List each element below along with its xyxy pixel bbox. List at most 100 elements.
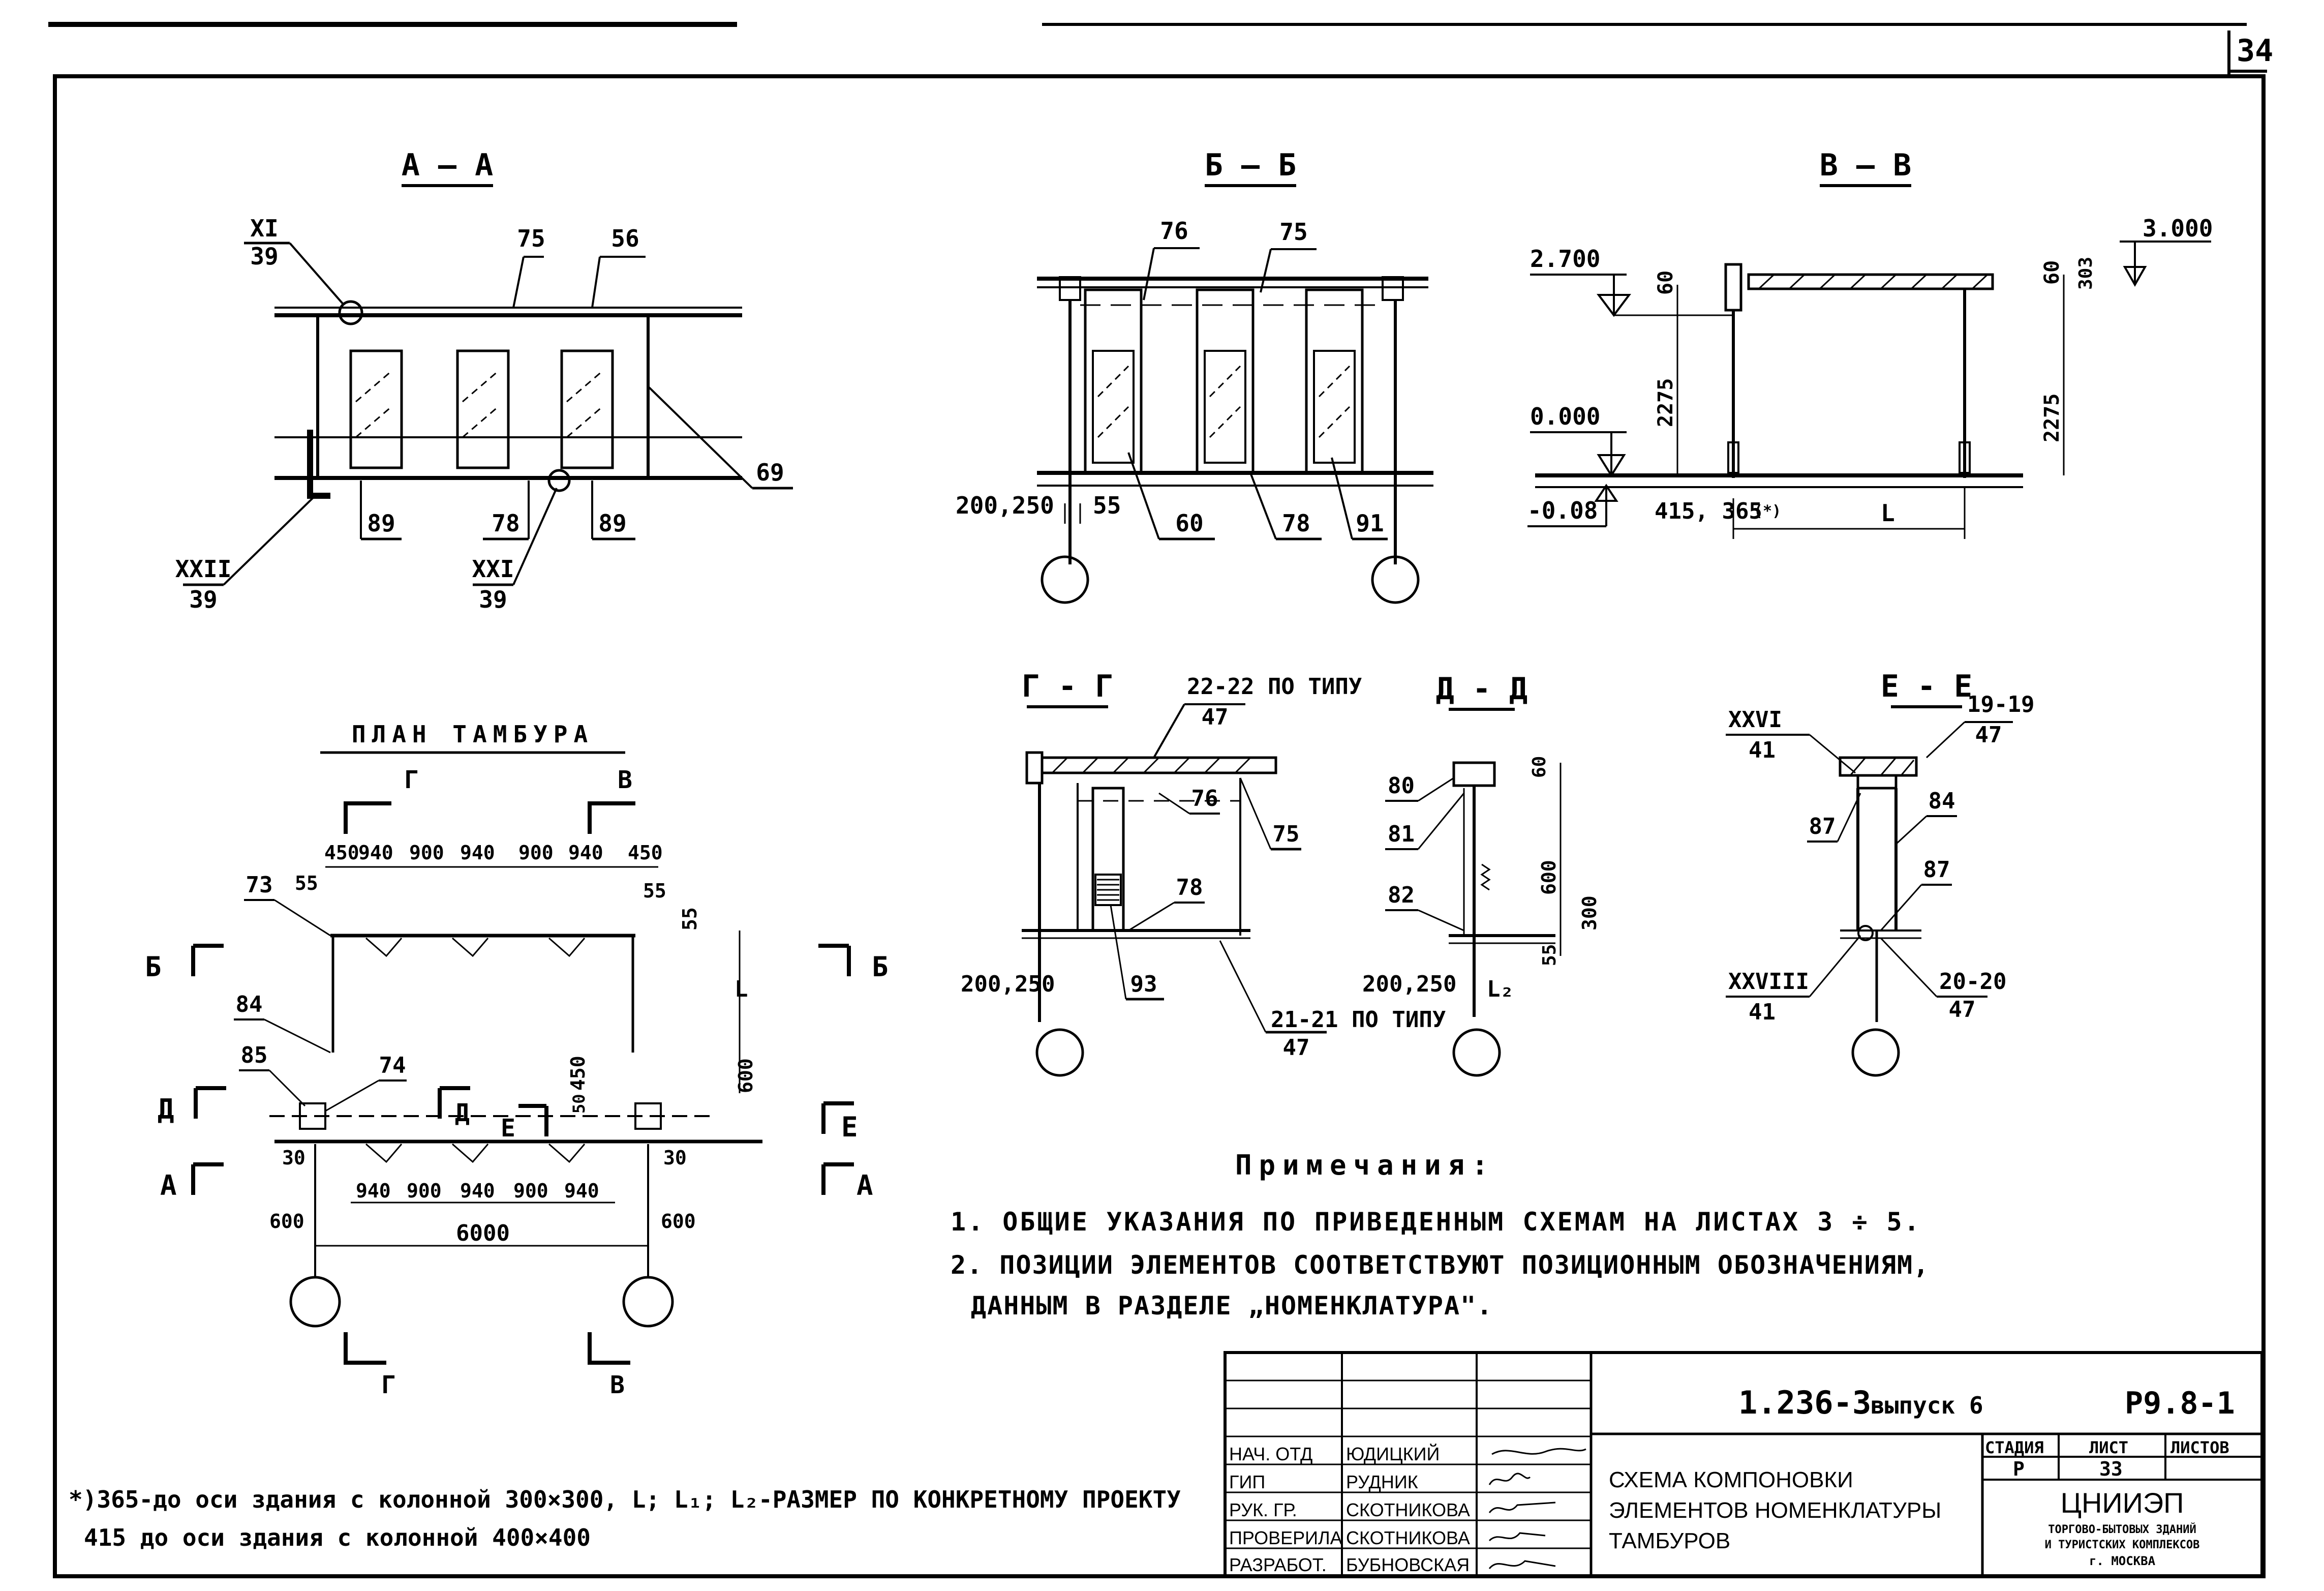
dim-side: 55	[643, 880, 666, 902]
section-vv: В – В 2.700 3.000 0.000 -0.08 60 2275 60…	[1527, 147, 2213, 539]
tb-issue: выпуск 6	[1871, 1392, 1983, 1419]
notes-heading: Примечания:	[1235, 1149, 1495, 1181]
section-ee-title: Е - Е	[1881, 669, 1973, 704]
sheet-corner-number: 34	[2237, 33, 2273, 69]
dim-dd: 55	[1539, 944, 1560, 966]
callout-87b: 87	[1923, 857, 1950, 883]
level-3000: 3.000	[2143, 215, 2213, 242]
dim-bb: 55	[1093, 492, 1121, 519]
callout-82: 82	[1388, 882, 1415, 908]
callout-93: 93	[1130, 971, 1157, 997]
ee-ref-top-sheet: 47	[1975, 722, 2002, 748]
dim-side: 55	[295, 872, 318, 894]
section-ee: Е - Е 19-19 47 XXVI 41 XXVIII 41 87 84 8…	[1726, 669, 2034, 1077]
dim-dd: 60	[1529, 756, 1550, 778]
dim-side: 55	[679, 907, 701, 930]
gg-ref-bottom: 21-21 ПО ТИПУ	[1271, 1007, 1446, 1033]
tb-org-name: ЦНИИЭП	[2061, 1487, 2184, 1519]
callout-75: 75	[517, 225, 545, 252]
node-ref-bottom: 39	[479, 586, 507, 613]
callout-85: 85	[241, 1042, 268, 1068]
dim-edge: 600	[269, 1210, 304, 1233]
cut-letter: В	[610, 1371, 625, 1399]
cut-letter: А	[857, 1169, 873, 1202]
dim-vv: 415, 365	[1655, 498, 1762, 524]
dim-top: 450	[324, 842, 359, 864]
gg-ref-top-sheet: 47	[1202, 704, 1229, 730]
cut-letter: Е	[841, 1111, 858, 1143]
node-ref-top: XXVI	[1728, 707, 1782, 733]
dim-vv: 2275	[2040, 394, 2064, 442]
dim-top: 450	[628, 842, 663, 864]
cut-letter: А	[160, 1169, 177, 1202]
tb-name: СКОТНИКОВА	[1346, 1499, 1470, 1520]
tb-col-head: ЛИСТ	[2089, 1438, 2128, 1457]
footnote-line2: 415 до оси здания с колонной 400×400	[84, 1524, 591, 1551]
section-gg-title: Г - Г	[1022, 669, 1114, 704]
node-ref-bottom: 41	[1749, 737, 1776, 763]
dim-side: 30	[663, 1147, 687, 1169]
callout-60: 60	[1175, 509, 1203, 537]
callout-84: 84	[1929, 788, 1955, 814]
callout-76: 76	[1191, 786, 1218, 812]
sheet-frame: 34	[48, 22, 2273, 1578]
callout-91: 91	[1356, 509, 1384, 537]
note-item: 2. ПОЗИЦИИ ЭЛЕМЕНТОВ СООТВЕТСТВУЮТ ПОЗИЦ…	[951, 1250, 1930, 1280]
callout-87: 87	[1809, 814, 1836, 839]
tb-title-line: СХЕМА КОМПОНОВКИ	[1609, 1467, 1853, 1492]
dim-bottom: 940	[564, 1180, 599, 1202]
cut-letter: Е	[501, 1114, 515, 1143]
node-ref-top: XI	[250, 215, 278, 242]
callout-75: 75	[1273, 821, 1300, 847]
cut-letter: Г	[381, 1371, 396, 1399]
dim-gg: 200,250	[961, 971, 1055, 997]
dim-vv: 2275	[1654, 378, 1677, 427]
callout-80: 80	[1388, 773, 1415, 799]
callout-78: 78	[492, 509, 519, 537]
callout-69: 69	[756, 459, 784, 486]
tb-name: СКОТНИКОВА	[1346, 1527, 1470, 1548]
tb-sheet-code: Р9.8-1	[2125, 1386, 2235, 1421]
section-gg: Г - Г 22-22 ПО ТИПУ 47 76 75 78 93 200,2…	[961, 669, 1446, 1077]
dim-side: 600	[735, 1058, 757, 1093]
tb-col-head: СТАДИЯ	[1985, 1438, 2044, 1457]
cut-letter: Д	[158, 1093, 174, 1125]
tb-sheet-no: 33	[2099, 1458, 2123, 1480]
dim-top: 940	[358, 842, 393, 864]
callout-74: 74	[379, 1053, 406, 1078]
tb-org-line: И ТУРИСТСКИХ КОМПЛЕКСОВ	[2045, 1539, 2200, 1551]
tb-org-line: ТОРГОВО-БЫТОВЫХ ЗДАНИЙ	[2048, 1523, 2196, 1536]
cut-letter: Г	[404, 766, 419, 794]
tb-name: РУДНИК	[1346, 1472, 1418, 1492]
section-aa: А – А XI 39 75 56 69 89 78 89	[175, 147, 793, 613]
dim-dd: 600	[1538, 860, 1560, 895]
callout-78: 78	[1282, 509, 1310, 537]
section-bb-title: Б – Б	[1205, 147, 1297, 183]
node-ref-bottom: 39	[250, 243, 278, 270]
dim-vv: 60	[1654, 271, 1677, 295]
plan-top-dims: 450 940 900 940 900 940 450	[324, 842, 663, 864]
dim-vv-L: L	[1881, 499, 1895, 527]
tb-signatures	[1488, 1448, 1586, 1570]
callout-76: 76	[1160, 217, 1188, 245]
tb-name: БУБНОВСКАЯ	[1346, 1554, 1470, 1575]
plan-title: ПЛАН ТАМБУРА	[352, 721, 594, 748]
dim-bottom: 900	[513, 1180, 548, 1202]
callout-78: 78	[1176, 875, 1203, 900]
section-vv-title: В – В	[1820, 147, 1912, 183]
dim-edge: 600	[661, 1210, 696, 1233]
tb-col-head: ЛИСТОВ	[2170, 1438, 2229, 1457]
note-item: ДАННЫМ В РАЗДЕЛЕ „НОМЕНКЛАТУРА".	[971, 1291, 1493, 1320]
section-dd-title: Д - Д	[1436, 671, 1528, 707]
dim-side: L	[735, 976, 748, 1002]
section-aa-title: А – А	[402, 147, 494, 183]
node-ref-bottom: 41	[1749, 999, 1776, 1025]
ee-ref-bottom-sheet: 47	[1949, 997, 1976, 1023]
tb-code: 1.236-3	[1738, 1384, 1871, 1421]
callout-84: 84	[236, 992, 263, 1017]
footnote: *)365-до оси здания с колонной 300×300, …	[69, 1486, 1181, 1551]
level-0000: 0.000	[1530, 403, 1600, 430]
dim-vv-footnote-mark: (*)	[1754, 502, 1781, 520]
footnote-line1: *)365-до оси здания с колонной 300×300, …	[69, 1486, 1181, 1513]
tb-role: РАЗРАБОТ.	[1229, 1554, 1327, 1575]
